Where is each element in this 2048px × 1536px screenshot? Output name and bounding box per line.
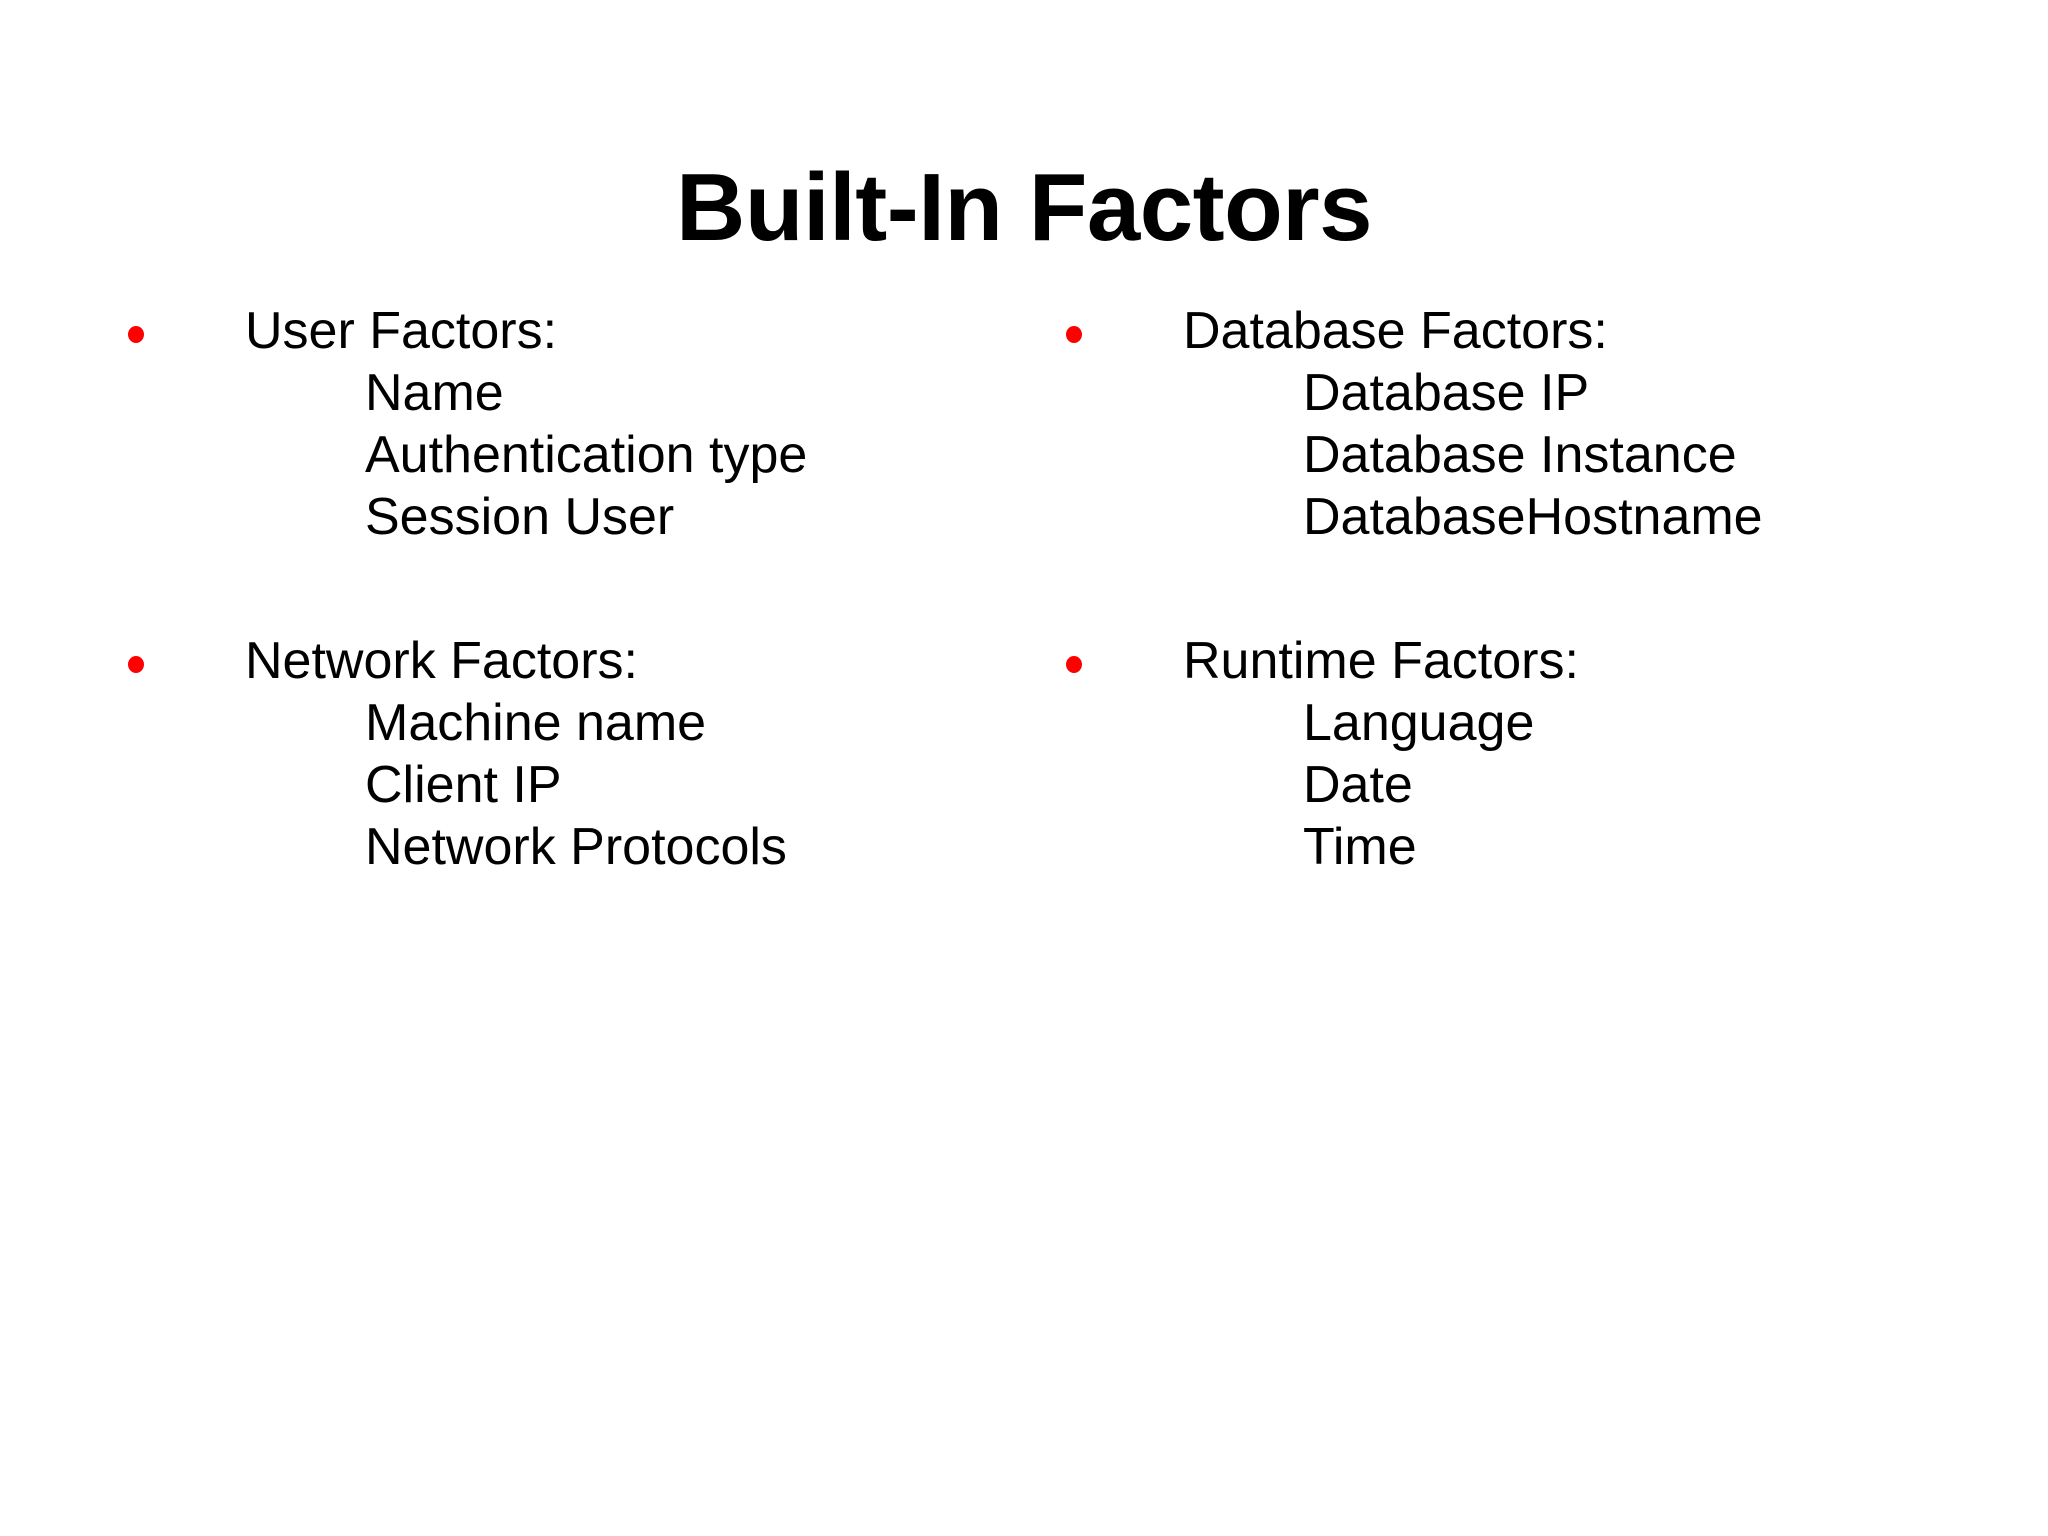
bullet-heading-database-factors: Database Factors: (1048, 300, 1948, 362)
bullet-heading-label: Runtime Factors: (1183, 632, 1579, 690)
bullet-group-database-factors: Database Factors: Database IP Database I… (1048, 300, 1948, 548)
bullet-group-user-factors: User Factors: Name Authentication type S… (110, 300, 940, 548)
list-item: Language (1303, 694, 1535, 752)
list-item: Machine name (365, 694, 707, 752)
red-dot-bullet-icon (128, 326, 144, 343)
bullet-column-left: User Factors: Name Authentication type S… (110, 300, 940, 878)
red-dot-bullet-icon (1066, 656, 1082, 673)
list-item: Network Protocols (365, 818, 787, 876)
sub-item-list-runtime-factors: Language Date Time (1048, 692, 1948, 878)
bullet-heading-label: Network Factors: (245, 632, 638, 690)
red-dot-bullet-icon (128, 656, 144, 673)
list-item: Client IP (365, 756, 562, 814)
sub-item-list-database-factors: Database IP Database Instance DatabaseHo… (1048, 362, 1948, 548)
bullet-column-right: Database Factors: Database IP Database I… (1048, 300, 1948, 878)
bullet-group-runtime-factors: Runtime Factors: Language Date Time (1048, 630, 1948, 878)
list-item: Database IP (1303, 364, 1590, 422)
list-item: Database Instance (1303, 426, 1737, 484)
sub-item-list-user-factors: Name Authentication type Session User (110, 362, 940, 548)
bullet-heading-runtime-factors: Runtime Factors: (1048, 630, 1948, 692)
bullet-heading-network-factors: Network Factors: (110, 630, 940, 692)
bullet-heading-label: User Factors: (245, 302, 558, 360)
list-item: Authentication type (365, 426, 808, 484)
list-item: Time (1303, 818, 1417, 876)
sub-item-list-network-factors: Machine name Client IP Network Protocols (110, 692, 940, 878)
page-title: Built-In Factors (675, 154, 1373, 262)
red-dot-bullet-icon (1066, 326, 1082, 343)
list-item: Session User (365, 488, 675, 546)
list-item: Date (1303, 756, 1413, 814)
slide-body: User Factors: Name Authentication type S… (0, 300, 2048, 1020)
list-item: DatabaseHostname (1303, 488, 1763, 546)
bullet-group-network-factors: Network Factors: Machine name Client IP … (110, 630, 940, 878)
bullet-heading-user-factors: User Factors: (110, 300, 940, 362)
bullet-heading-label: Database Factors: (1183, 302, 1608, 360)
list-item: Name (365, 364, 504, 422)
